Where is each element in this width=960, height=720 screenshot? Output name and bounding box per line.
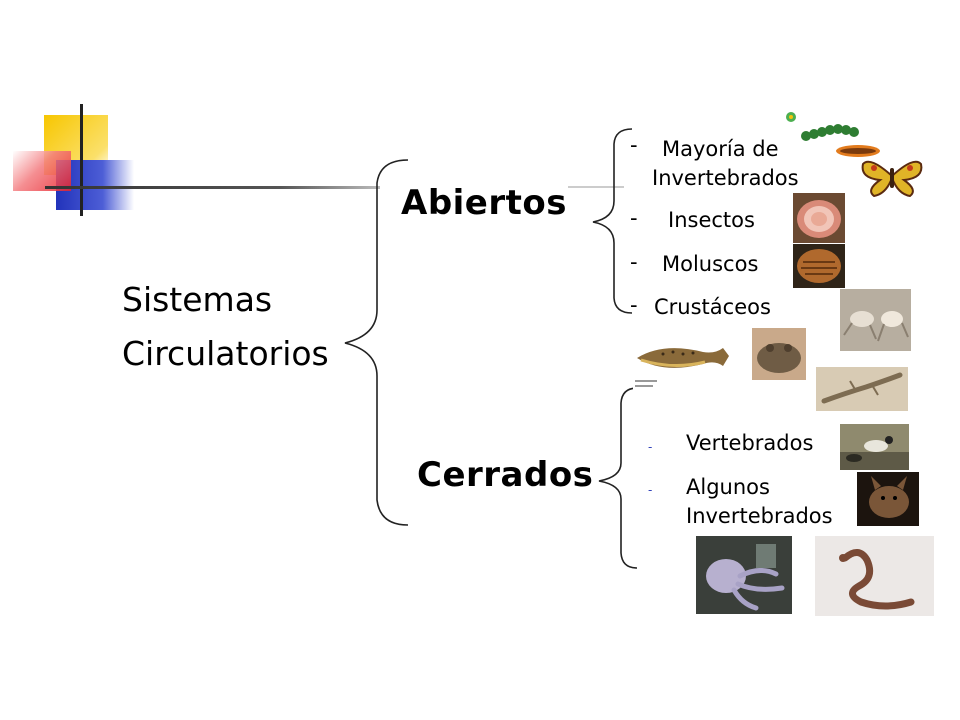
abiertos-brace [592, 128, 633, 314]
abiertos-item-1-line1: Mayoría de [662, 137, 779, 161]
cerrados-brace [598, 387, 638, 569]
bat-image [857, 472, 919, 526]
root-label-line2: Circulatorios [122, 334, 329, 373]
toad-image [752, 328, 806, 380]
cerrados-title: Cerrados [417, 455, 594, 495]
abiertos-dash-2: - [630, 206, 638, 230]
bird-image [840, 424, 909, 470]
trout-image [633, 330, 735, 396]
lizard-image [816, 367, 908, 411]
caterpillar-orange-image [836, 145, 880, 157]
root-label-line1: Sistemas [122, 280, 273, 319]
abiertos-dash-3: - [630, 250, 638, 274]
crab-image [840, 289, 911, 351]
cerrados-item-2-line2: Invertebrados [686, 504, 833, 528]
cerrados-item-vertebrados: Vertebrados [686, 431, 814, 455]
abiertos-item-insectos: Insectos [668, 208, 755, 232]
clam-image [793, 193, 845, 243]
deco-horizontal-line-right [568, 186, 624, 188]
deco-vertical-line [80, 104, 83, 216]
abiertos-dash-1: - [630, 133, 638, 157]
abiertos-item-1: Mayoría de Invertebrados [652, 135, 799, 193]
caterpillar-image [786, 112, 859, 141]
abiertos-item-moluscos: Moluscos [662, 252, 759, 276]
abiertos-item-crustaceos: Crustáceos [654, 295, 771, 319]
abiertos-item-1-line2: Invertebrados [652, 166, 799, 190]
abiertos-dash-4: - [630, 293, 638, 317]
octopus-image [696, 536, 792, 614]
main-brace [344, 159, 409, 526]
butterfly-image [861, 160, 923, 198]
cerrados-dash-1: - [648, 440, 653, 454]
deco-horizontal-line [45, 186, 380, 189]
cerrados-dash-2: - [648, 483, 653, 497]
earthworm-image [815, 536, 934, 616]
abiertos-title: Abiertos [401, 183, 567, 223]
cerrados-item-2-line1: Algunos [686, 475, 770, 499]
deco-red-square [13, 151, 71, 191]
cerrados-item-2: Algunos Invertebrados [686, 473, 833, 531]
root-label: Sistemas Circulatorios [122, 273, 329, 381]
mollusc-image [793, 244, 845, 288]
